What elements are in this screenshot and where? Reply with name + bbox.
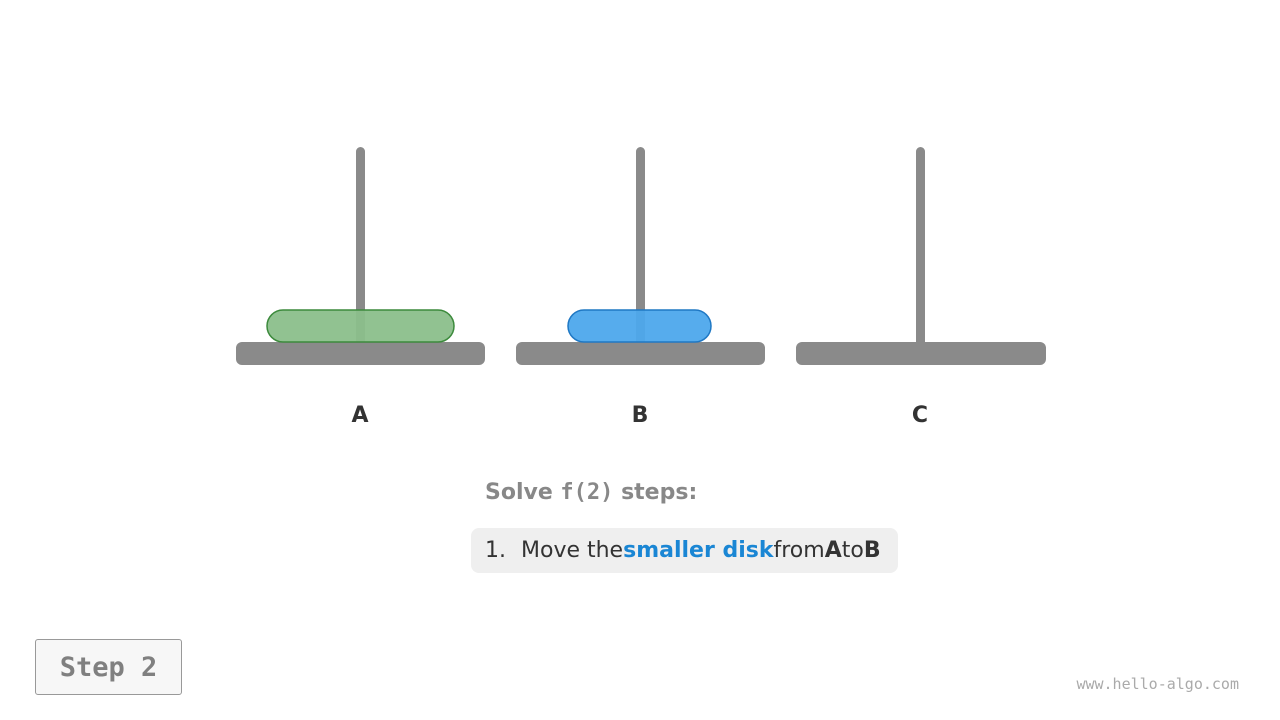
step-item: 1. Move the smaller disk from A to B <box>471 528 898 573</box>
tower-c-base <box>796 342 1046 365</box>
tower-b-pole <box>636 147 645 347</box>
disk-large[interactable] <box>266 309 455 343</box>
tower-c-label: C <box>912 403 928 428</box>
caption-suffix: steps: <box>613 480 698 505</box>
step-to: B <box>863 538 881 563</box>
caption-prefix: Solve <box>485 480 561 505</box>
tower-a: A <box>236 147 485 428</box>
step-text-mid1: from <box>773 538 825 563</box>
tower-a-label: A <box>351 403 368 428</box>
step-from: A <box>824 538 842 563</box>
tower-b: B <box>516 147 765 428</box>
step-highlight: smaller disk <box>623 538 774 563</box>
tower-a-base <box>236 342 485 365</box>
tower-c: C <box>796 147 1046 428</box>
caption: Solve f(2) steps: <box>485 480 697 505</box>
watermark: www.hello-algo.com <box>1076 675 1239 693</box>
tower-c-pole <box>916 147 925 347</box>
tower-b-label: B <box>632 403 649 428</box>
tower-a-pole <box>356 147 365 347</box>
caption-code: f(2) <box>560 480 614 505</box>
step-badge[interactable]: Step 2 <box>35 639 182 695</box>
step-text-mid2: to <box>841 538 864 563</box>
hanoi-diagram: A B C <box>236 147 1046 428</box>
step-number: 1. <box>485 538 506 563</box>
tower-b-base <box>516 342 765 365</box>
disk-small[interactable] <box>567 309 712 343</box>
step-text-pre: Move the <box>521 538 624 563</box>
